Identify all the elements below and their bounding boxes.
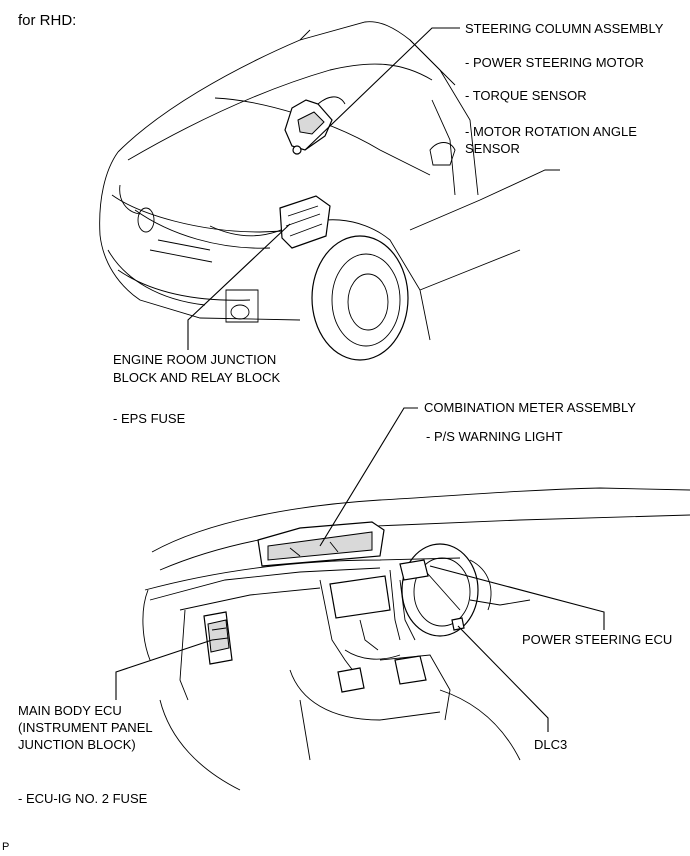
label-block-and-relay-block: BLOCK AND RELAY BLOCK	[113, 370, 281, 385]
label-eps-fuse: - EPS FUSE	[113, 411, 186, 426]
label-power-steering-ecu: POWER STEERING ECU	[522, 632, 673, 647]
label-instrument-panel: (INSTRUMENT PANEL	[18, 720, 153, 735]
leader-engine-room	[187, 223, 291, 350]
label-engine-room-junction: ENGINE ROOM JUNCTION	[113, 352, 277, 367]
leader-main-body-ecu	[115, 639, 213, 700]
label-junction-block: JUNCTION BLOCK)	[18, 737, 136, 752]
label-dlc3: DLC3	[534, 737, 568, 752]
leader-power-steering-ecu	[429, 565, 605, 630]
label-ps-warning-light: - P/S WARNING LIGHT	[426, 429, 563, 444]
leader-lines	[115, 27, 605, 732]
label-steering-column-assembly: STEERING COLUMN ASSEMBLY	[465, 21, 664, 36]
leader-combination-meter	[319, 407, 418, 547]
page-header: for RHD:	[18, 12, 77, 29]
label-combination-meter-assembly: COMBINATION METER ASSEMBLY	[424, 400, 636, 415]
leader-dlc3	[457, 625, 549, 732]
vehicle-illustration	[99, 21, 560, 361]
leader-steering-column	[304, 27, 460, 151]
label-motor-rotation-angle: - MOTOR ROTATION ANGLE	[465, 124, 637, 139]
label-main-body-ecu: MAIN BODY ECU	[18, 703, 122, 718]
footer-code: P	[2, 841, 10, 853]
label-torque-sensor: - TORQUE SENSOR	[465, 88, 587, 103]
label-power-steering-motor: - POWER STEERING MOTOR	[465, 55, 644, 70]
label-ecu-ig-no2-fuse: - ECU-IG NO. 2 FUSE	[18, 791, 148, 806]
label-motor-rotation-angle-sensor: SENSOR	[465, 141, 520, 156]
